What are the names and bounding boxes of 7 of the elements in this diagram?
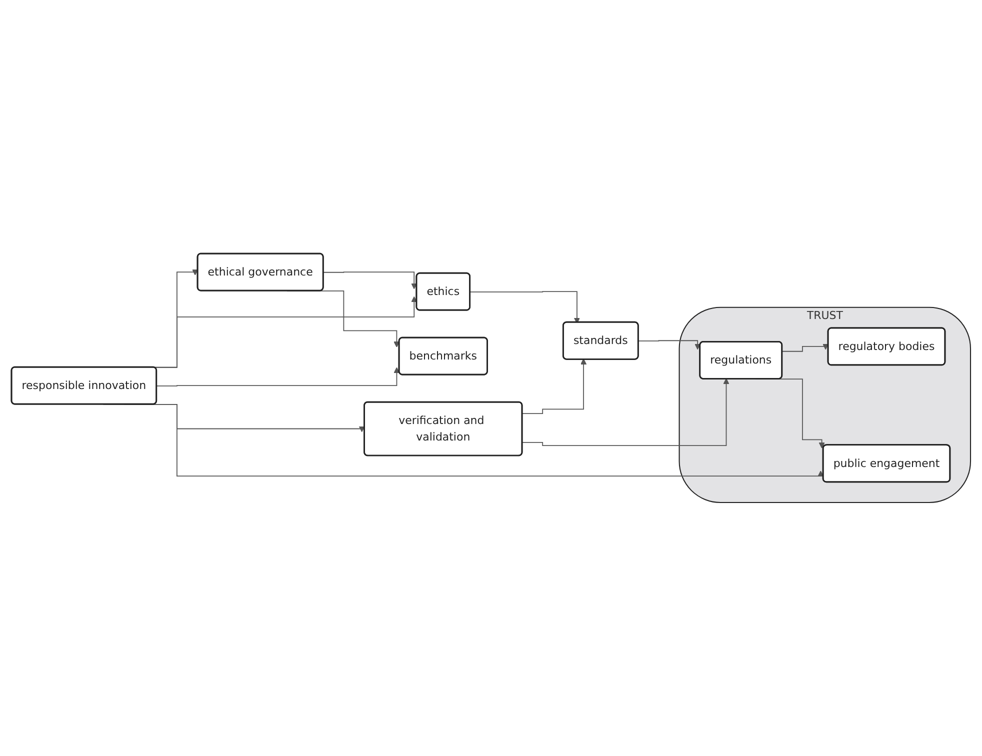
arrow [156, 367, 400, 386]
arrow [638, 340, 701, 350]
arrow [323, 272, 418, 290]
arrow [782, 344, 829, 352]
arrow [522, 358, 587, 414]
arrow [522, 378, 730, 446]
arrow [470, 291, 580, 324]
